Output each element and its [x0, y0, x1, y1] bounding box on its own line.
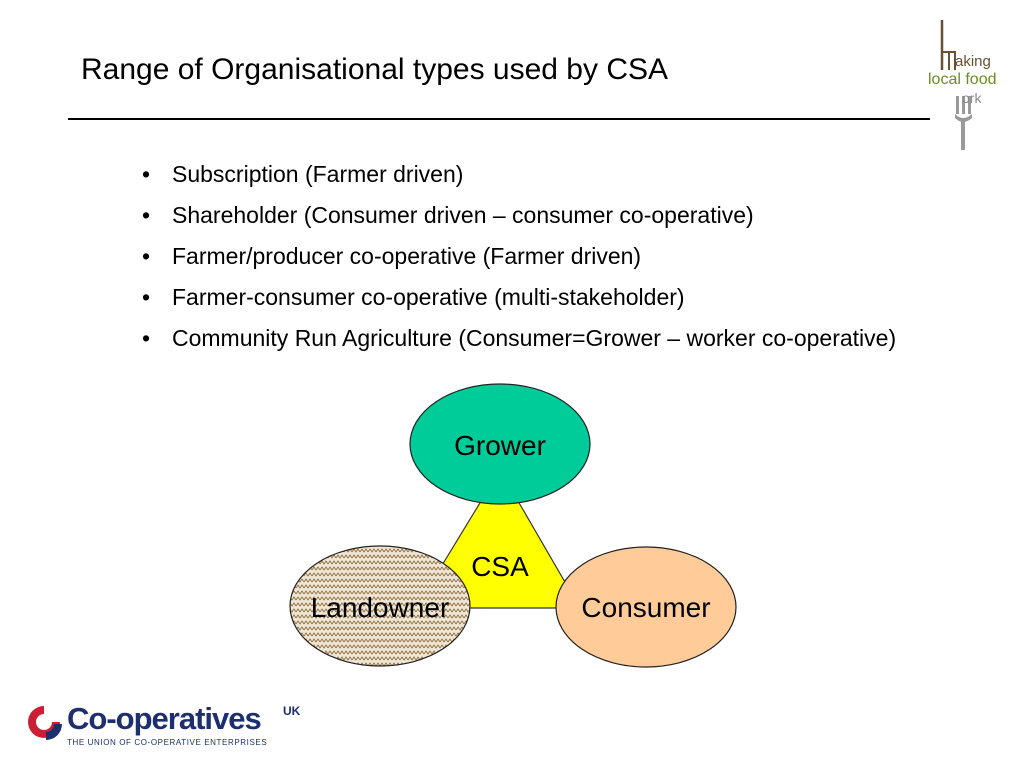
bullet-glyph: •	[142, 284, 151, 310]
bullet-glyph: •	[142, 202, 151, 228]
list-item: • Farmer-consumer co-operative (multi-sta…	[138, 283, 918, 311]
landowner-node	[289, 545, 471, 667]
title-divider	[68, 118, 930, 120]
slide-title: Range of Organisational types used by CS…	[81, 53, 669, 86]
list-item-text: Shareholder (Consumer driven – consumer …	[172, 202, 754, 228]
cooperatives-uk-wordmark: Co-operatives	[67, 701, 262, 736]
list-item: • Community Run Agriculture (Consumer=Gro…	[138, 324, 918, 352]
cooperatives-uk-superscript: UK	[283, 704, 301, 718]
cooperatives-uk-tagline: THE UNION OF CO-OPERATIVE ENTERPRISES	[67, 738, 268, 747]
list-item: • Subscription (Farmer driven)	[138, 160, 918, 188]
list-item: • Farmer/producer co-operative (Farmer dr…	[138, 242, 918, 270]
coop-swirl-icon	[28, 706, 62, 740]
organisation-types-list: • Subscription (Farmer driven) • Sharehold…	[138, 160, 918, 365]
consumer-label: Consumer	[581, 592, 710, 623]
grower-node	[409, 383, 591, 505]
grower-label: Grower	[454, 430, 546, 461]
list-item-text: Community Run Agriculture (Consumer=Grow…	[172, 325, 897, 351]
bullet-glyph: •	[142, 161, 151, 187]
list-item-text: Farmer-consumer co-operative (multi-stak…	[172, 284, 685, 310]
csa-triangle	[414, 468, 582, 609]
bullet-glyph: •	[142, 243, 151, 269]
list-item-text: Farmer/producer co-operative (Farmer dri…	[172, 243, 642, 269]
landowner-label: Landowner	[311, 592, 450, 623]
csa-diagram: Grower CSA Landowner Consumer	[289, 383, 737, 668]
making-local-food-work-logo	[940, 20, 972, 150]
logo-text-local-food: local food	[928, 71, 997, 88]
logo-text-making: aking	[955, 53, 991, 70]
list-item: • Shareholder (Consumer driven – consumer…	[138, 201, 918, 229]
logo-text-work: ork	[962, 90, 982, 106]
csa-label: CSA	[471, 551, 529, 582]
consumer-node	[555, 546, 737, 668]
fork-icon	[940, 20, 972, 150]
bullet-glyph: •	[142, 325, 151, 351]
list-item-text: Subscription (Farmer driven)	[172, 161, 464, 187]
